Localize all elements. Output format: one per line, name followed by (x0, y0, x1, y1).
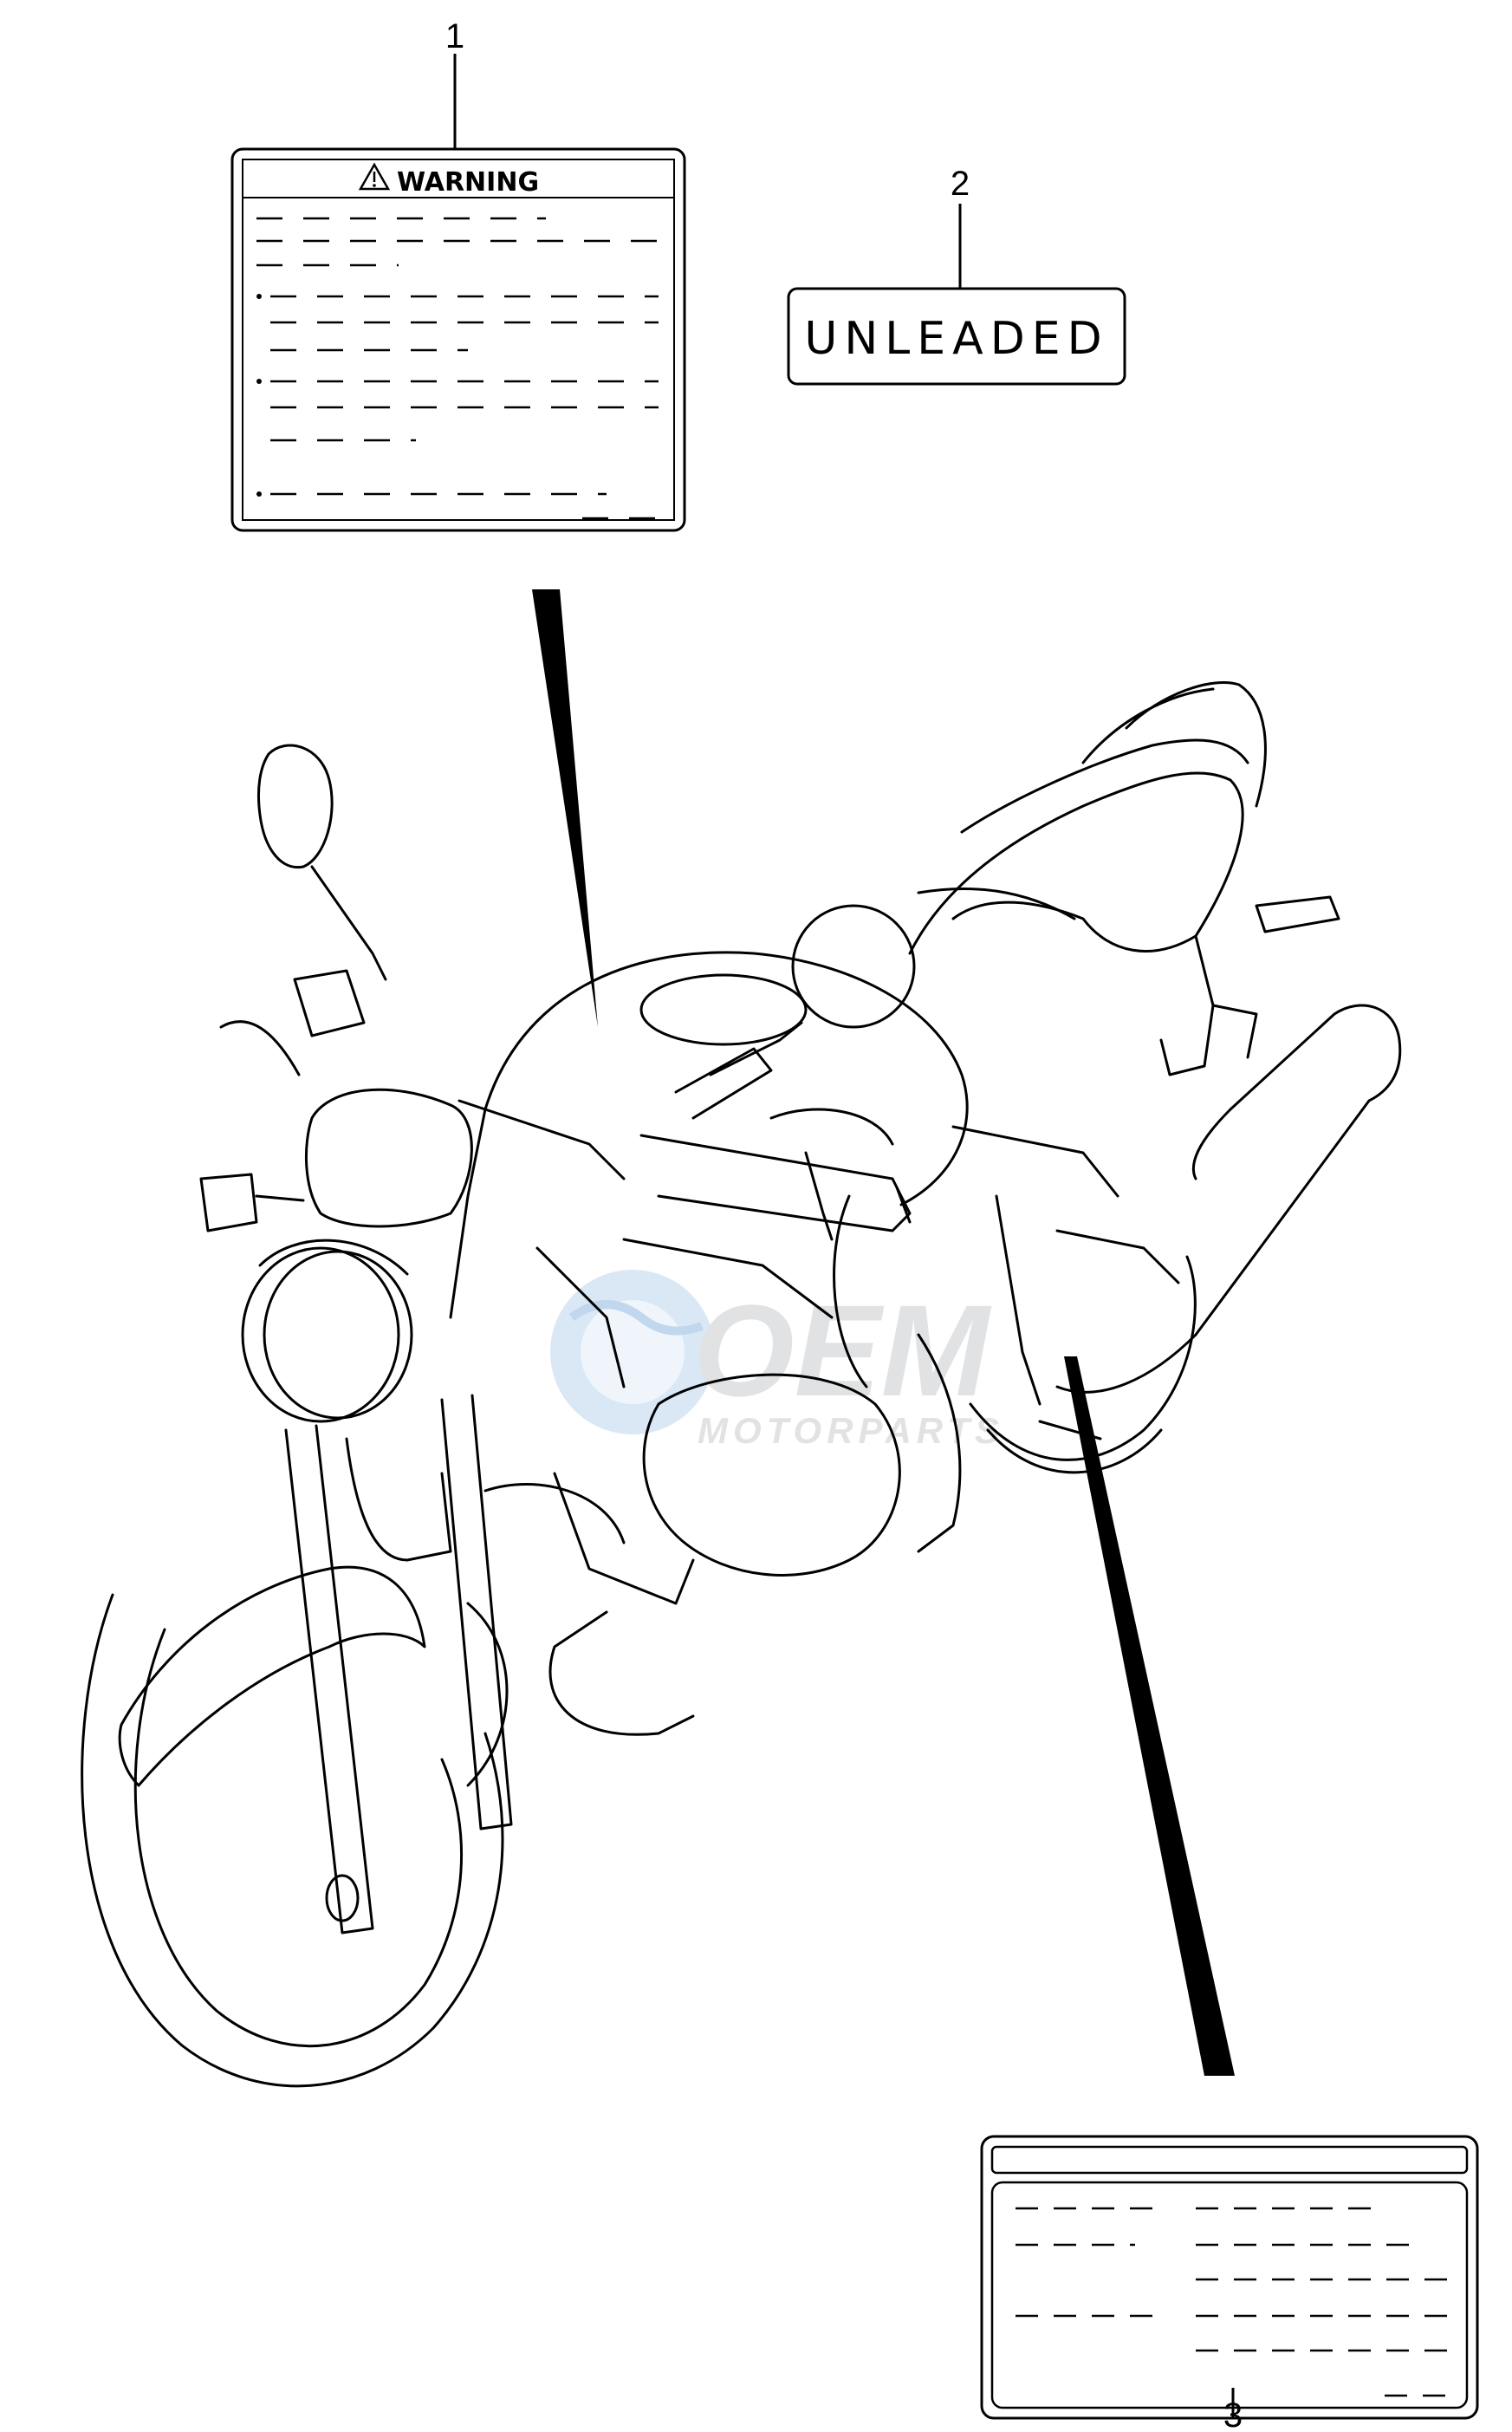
front-turn-signal (199, 1173, 305, 1232)
leader-pointer-3 (1064, 1356, 1235, 2076)
instrument-cluster (305, 1088, 473, 1228)
warning-triangle-icon (358, 162, 391, 191)
info-text-lines (1016, 2207, 1456, 2397)
info-label: 3 (980, 1356, 1479, 2432)
oem-watermark: OEM MOTORPARTS (550, 1270, 1004, 1451)
unleaded-text: UNLEADED (804, 313, 1108, 365)
handlebar (219, 744, 912, 1241)
rear-wheel (969, 1255, 1197, 1474)
warning-text-lines (256, 217, 667, 520)
warning-label: 1 WARNING (230, 17, 686, 1027)
fuel-tank (483, 904, 969, 1206)
seat (908, 738, 1249, 955)
rear-frame (1159, 934, 1258, 1076)
engine (483, 1194, 1042, 1736)
motorcycle-drawing (81, 680, 1402, 2088)
callout-3: 3 (1223, 2396, 1243, 2432)
callout-1: 1 (445, 17, 464, 55)
watermark-logo-text: OEM (693, 1278, 992, 1423)
headlight (241, 1239, 413, 1423)
frame (449, 1108, 1180, 1440)
radiator (345, 1437, 452, 1562)
watermark-sub-text: MOTORPARTS (698, 1410, 1004, 1451)
rear-turn-signal (1255, 895, 1340, 933)
front-fender (118, 1565, 426, 1787)
front-forks (284, 1394, 513, 1935)
front-wheel (81, 1593, 504, 2088)
exhaust-muffler (1055, 1004, 1402, 1394)
unleaded-label: 2 UNLEADED (787, 165, 1126, 386)
warning-heading: WARNING (397, 167, 539, 198)
leader-pointer-1 (532, 589, 598, 1027)
callout-2: 2 (951, 165, 970, 203)
grab-rail (1081, 680, 1267, 808)
